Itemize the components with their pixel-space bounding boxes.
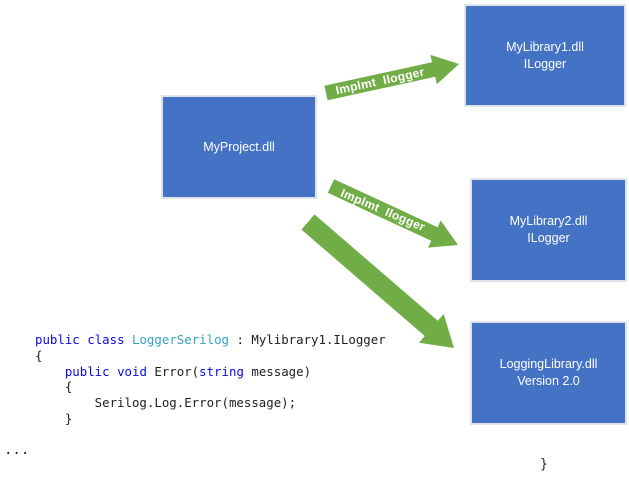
node-myproject: MyProject.dll <box>161 95 317 199</box>
node-logginglibrary-label: LoggingLibrary.dll <box>499 357 598 371</box>
node-mylibrary1-sublabel: ILogger <box>523 56 567 71</box>
node-mylibrary1-label: MyLibrary1.dll <box>506 39 584 54</box>
dependency-arrow-3-icon <box>301 214 454 348</box>
code-stray-brace: } <box>540 457 548 472</box>
node-mylibrary2-sublabel: ILogger <box>527 231 570 245</box>
code-line: } <box>35 410 73 426</box>
node-logginglibrary-sublabel: Version 2.0 <box>517 374 580 388</box>
node-mylibrary1: MyLibrary1.dll ILogger <box>464 4 626 107</box>
node-myproject-label: MyProject.dll <box>203 139 275 154</box>
node-logginglibrary: LoggingLibrary.dll Version 2.0 <box>470 321 627 425</box>
code-snippet: public class LoggerSerilog : Mylibrary1.… <box>35 332 386 427</box>
implement-arrow-2-icon <box>327 179 458 248</box>
implement-arrow-1-icon <box>324 54 459 101</box>
code-line: { <box>35 379 73 395</box>
node-mylibrary2: MyLibrary2.dll ILogger <box>470 178 627 282</box>
code-line: Serilog.Log.Error(message); <box>35 395 297 411</box>
code-line: public void Error(string message) <box>64 363 312 379</box>
code-line: { <box>35 347 43 363</box>
code-ellipsis: ... <box>4 442 30 458</box>
node-mylibrary2-label: MyLibrary2.dll <box>509 214 588 228</box>
code-line: public class LoggerSerilog : Mylibrary1.… <box>35 332 386 347</box>
